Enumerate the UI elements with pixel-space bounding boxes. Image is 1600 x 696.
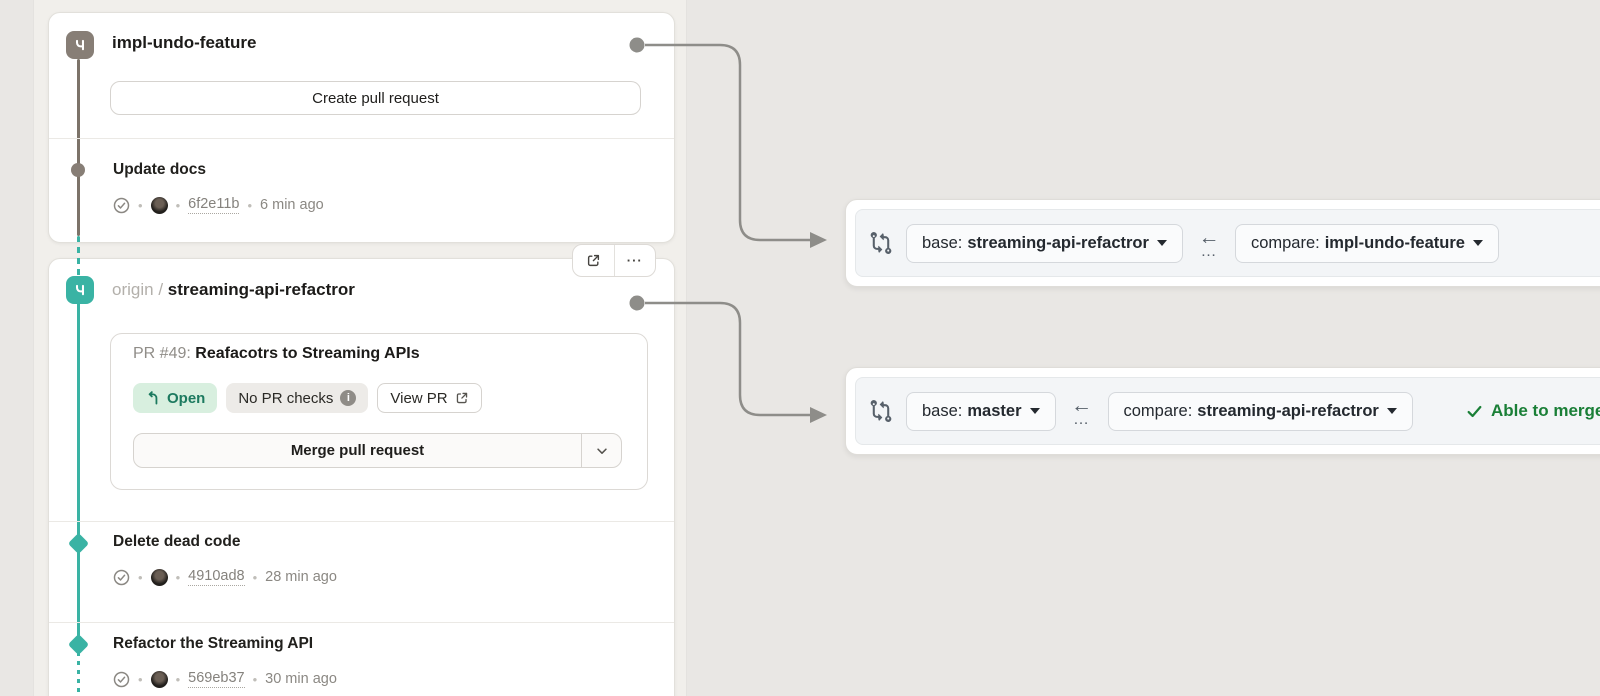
branch-name: impl-undo-feature xyxy=(112,33,257,52)
pull-request-icon xyxy=(148,390,158,404)
open-in-window-button[interactable] xyxy=(573,245,614,276)
pr-number: PR #49: xyxy=(133,345,191,362)
remote-name: origin xyxy=(112,280,154,299)
git-compare-icon xyxy=(870,400,892,422)
compare-branch-select[interactable]: compare: impl-undo-feature xyxy=(1234,223,1499,263)
commit-dot xyxy=(71,163,85,177)
separator: • xyxy=(138,671,143,687)
merge-pull-request-button[interactable]: Merge pull request xyxy=(290,442,425,459)
separator: • xyxy=(175,671,181,687)
pr-name: Reafacotrs to Streaming APIs xyxy=(195,345,420,362)
pr-checks-badge: No PR checks i xyxy=(226,383,369,413)
remote-commit-line xyxy=(76,276,80,643)
merge-status: Able to merge. xyxy=(1466,401,1600,421)
branch-icon xyxy=(66,31,94,59)
divider xyxy=(49,622,674,623)
base-branch-name: streaming-api-refactror xyxy=(967,233,1149,252)
ellipsis-menu-icon: ··· xyxy=(626,253,643,268)
remote-branch-name: origin / streaming-api-refactror xyxy=(112,280,355,300)
divider xyxy=(49,138,674,139)
merge-options-button[interactable] xyxy=(581,434,621,467)
compare-direction: ← … xyxy=(1070,394,1094,428)
ellipsis: … xyxy=(1200,243,1218,260)
chevron-down-icon xyxy=(596,447,607,454)
check-circle-icon xyxy=(113,197,130,213)
separator: • xyxy=(175,197,181,213)
info-icon[interactable]: i xyxy=(340,390,357,406)
commit-time: 28 min ago xyxy=(265,569,337,585)
dropdown-caret-icon xyxy=(1029,408,1040,414)
remote-commit-line-dashed xyxy=(76,236,80,276)
base-label: base: xyxy=(922,233,963,252)
commit-hash-link[interactable]: 4910ad8 xyxy=(188,568,245,586)
branch-name: streaming-api-refactror xyxy=(167,280,355,299)
pr-checks-label: No PR checks xyxy=(238,389,334,407)
pr-badges: Open No PR checks i View PR xyxy=(133,383,482,413)
pr-title: PR #49: Reafacotrs to Streaming APIs xyxy=(133,345,420,363)
separator: • xyxy=(247,197,253,213)
pr-open-badge: Open xyxy=(133,383,218,413)
commit-meta: • • 6f2e11b • 6 min ago xyxy=(113,196,324,214)
separator: • xyxy=(252,671,258,687)
card-toolbar: ··· xyxy=(572,244,656,277)
git-compare-icon xyxy=(870,232,892,254)
merge-split-button: Merge pull request xyxy=(133,433,622,468)
external-link-icon xyxy=(587,254,599,267)
compare-branch-select[interactable]: compare: streaming-api-refactror xyxy=(1107,391,1413,431)
compare-direction: ← … xyxy=(1197,226,1221,260)
base-branch-select[interactable]: base: streaming-api-refactror xyxy=(906,223,1183,263)
commit-meta: • • 4910ad8 • 28 min ago xyxy=(113,568,337,586)
commit-title: Update docs xyxy=(113,161,207,178)
separator: • xyxy=(175,569,181,585)
commit-hash-link[interactable]: 6f2e11b xyxy=(188,196,240,214)
dropdown-caret-icon xyxy=(1472,240,1483,246)
base-branch-select[interactable]: base: master xyxy=(906,391,1056,431)
remote-commit-line-dotted xyxy=(76,652,80,696)
commit-meta: • • 569eb37 • 30 min ago xyxy=(113,670,337,688)
commit-time: 30 min ago xyxy=(265,671,337,687)
check-circle-icon xyxy=(113,671,130,687)
divider xyxy=(49,521,674,522)
compare-label: compare: xyxy=(1123,401,1193,420)
more-options-button[interactable]: ··· xyxy=(613,245,656,276)
dropdown-caret-icon xyxy=(1156,240,1167,246)
path-slash: / xyxy=(158,280,164,299)
external-link-icon xyxy=(456,392,467,404)
left-arrow-icon: ← xyxy=(1071,394,1092,417)
view-pr-label: View PR xyxy=(390,389,448,407)
compare-label: compare: xyxy=(1250,233,1320,252)
avatar xyxy=(150,196,168,214)
compare-branches-bar: base: streaming-api-refactror ← … compar… xyxy=(855,209,1600,277)
check-circle-icon xyxy=(113,569,130,585)
arrowhead xyxy=(810,407,827,423)
arrowhead xyxy=(810,232,827,248)
create-pull-request-button[interactable]: Create pull request xyxy=(110,81,641,115)
merge-status-label: Able to merge. xyxy=(1491,401,1600,420)
compare-branch-name: streaming-api-refactror xyxy=(1197,401,1379,420)
avatar xyxy=(150,568,168,586)
dropdown-caret-icon xyxy=(1386,408,1397,414)
left-arrow-icon: ← xyxy=(1198,226,1220,249)
branch-card-remote xyxy=(48,258,675,696)
local-commit-line xyxy=(76,59,80,236)
commit-hash-link[interactable]: 569eb37 xyxy=(188,670,245,688)
compare-card: base: streaming-api-refactror ← … compar… xyxy=(845,199,1600,287)
compare-branches-bar: base: master ← … compare: streaming-api-… xyxy=(855,377,1600,445)
base-label: base: xyxy=(922,401,963,420)
compare-branch-name: impl-undo-feature xyxy=(1324,233,1465,252)
separator: • xyxy=(138,197,143,213)
separator: • xyxy=(138,569,143,585)
ellipsis: … xyxy=(1073,411,1090,428)
pr-status-label: Open xyxy=(167,389,206,407)
commit-title: Delete dead code xyxy=(113,533,241,550)
separator: • xyxy=(252,569,258,585)
branch-icon xyxy=(66,276,94,304)
check-icon xyxy=(1467,405,1482,417)
avatar xyxy=(150,670,168,688)
compare-card: base: master ← … compare: streaming-api-… xyxy=(845,367,1600,455)
view-pr-button[interactable]: View PR xyxy=(377,383,482,413)
commit-time: 6 min ago xyxy=(260,197,324,213)
base-branch-name: master xyxy=(967,401,1022,420)
commit-title: Refactor the Streaming API xyxy=(113,635,314,652)
